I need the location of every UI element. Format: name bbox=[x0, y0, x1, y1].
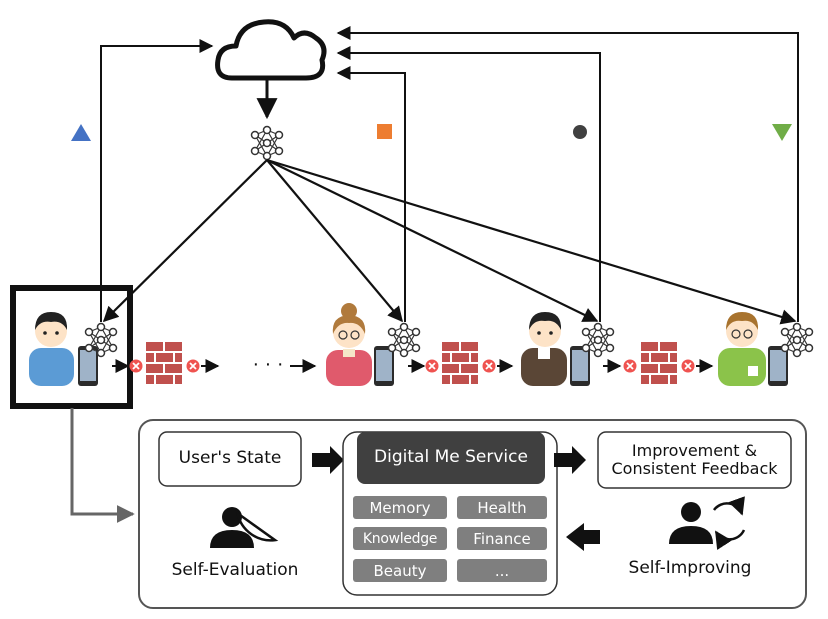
dot-marker bbox=[573, 125, 587, 139]
users-state-box bbox=[158, 431, 302, 487]
local-model-icon bbox=[581, 322, 615, 358]
improvement-line-1: Improvement & bbox=[631, 440, 758, 460]
digital-me-service-title: Digital Me Service bbox=[374, 447, 528, 468]
users-state-label: User's State bbox=[178, 448, 282, 469]
local-model-icon bbox=[780, 322, 814, 358]
self-improving-label: Self-Improving bbox=[628, 558, 752, 579]
arrow-state-to-service bbox=[312, 446, 344, 474]
module-chip-finance: Finance bbox=[457, 527, 547, 550]
distribution-arrows bbox=[102, 158, 797, 325]
digital-me-service-box bbox=[357, 432, 545, 484]
improvement-line-2: Consistent Feedback bbox=[611, 459, 778, 478]
triangle-down-marker bbox=[772, 124, 792, 141]
local-model-icon bbox=[387, 322, 421, 358]
selected-user-frame bbox=[10, 285, 133, 409]
triangle-up-marker bbox=[71, 124, 91, 141]
module-chip-health: Health bbox=[457, 496, 547, 519]
link-firewall-2 bbox=[408, 342, 514, 386]
ellipsis: · · · bbox=[252, 353, 283, 375]
improvement-label: Improvement & Consistent Feedback bbox=[598, 432, 791, 488]
square-marker bbox=[377, 124, 392, 139]
user-avatar-3 bbox=[521, 312, 567, 386]
cloud-icon bbox=[215, 19, 327, 81]
module-chip-memory: Memory bbox=[353, 496, 447, 519]
self-evaluation-label: Self-Evaluation bbox=[171, 560, 299, 581]
module-chip-beauty: Beauty bbox=[353, 559, 447, 582]
person-with-cycle-icon bbox=[669, 496, 746, 550]
local-model-icon bbox=[84, 322, 118, 358]
user-avatar-2 bbox=[326, 303, 372, 386]
user-avatar-4 bbox=[718, 312, 766, 386]
improvement-box bbox=[597, 431, 792, 489]
module-chip-knowledge: Knowledge bbox=[353, 527, 447, 550]
arrow-service-to-improvement bbox=[554, 446, 586, 474]
person-with-protractor-icon bbox=[210, 507, 279, 548]
upload-arrows bbox=[100, 26, 799, 322]
user-avatar-1 bbox=[29, 312, 74, 386]
link-firewall-1 bbox=[112, 342, 220, 386]
arrow-improving-to-service bbox=[566, 523, 600, 551]
global-model-icon bbox=[250, 125, 284, 161]
user-to-panel-connector bbox=[70, 408, 135, 523]
module-chip-more: ... bbox=[457, 559, 547, 582]
link-firewall-3 bbox=[603, 342, 714, 386]
